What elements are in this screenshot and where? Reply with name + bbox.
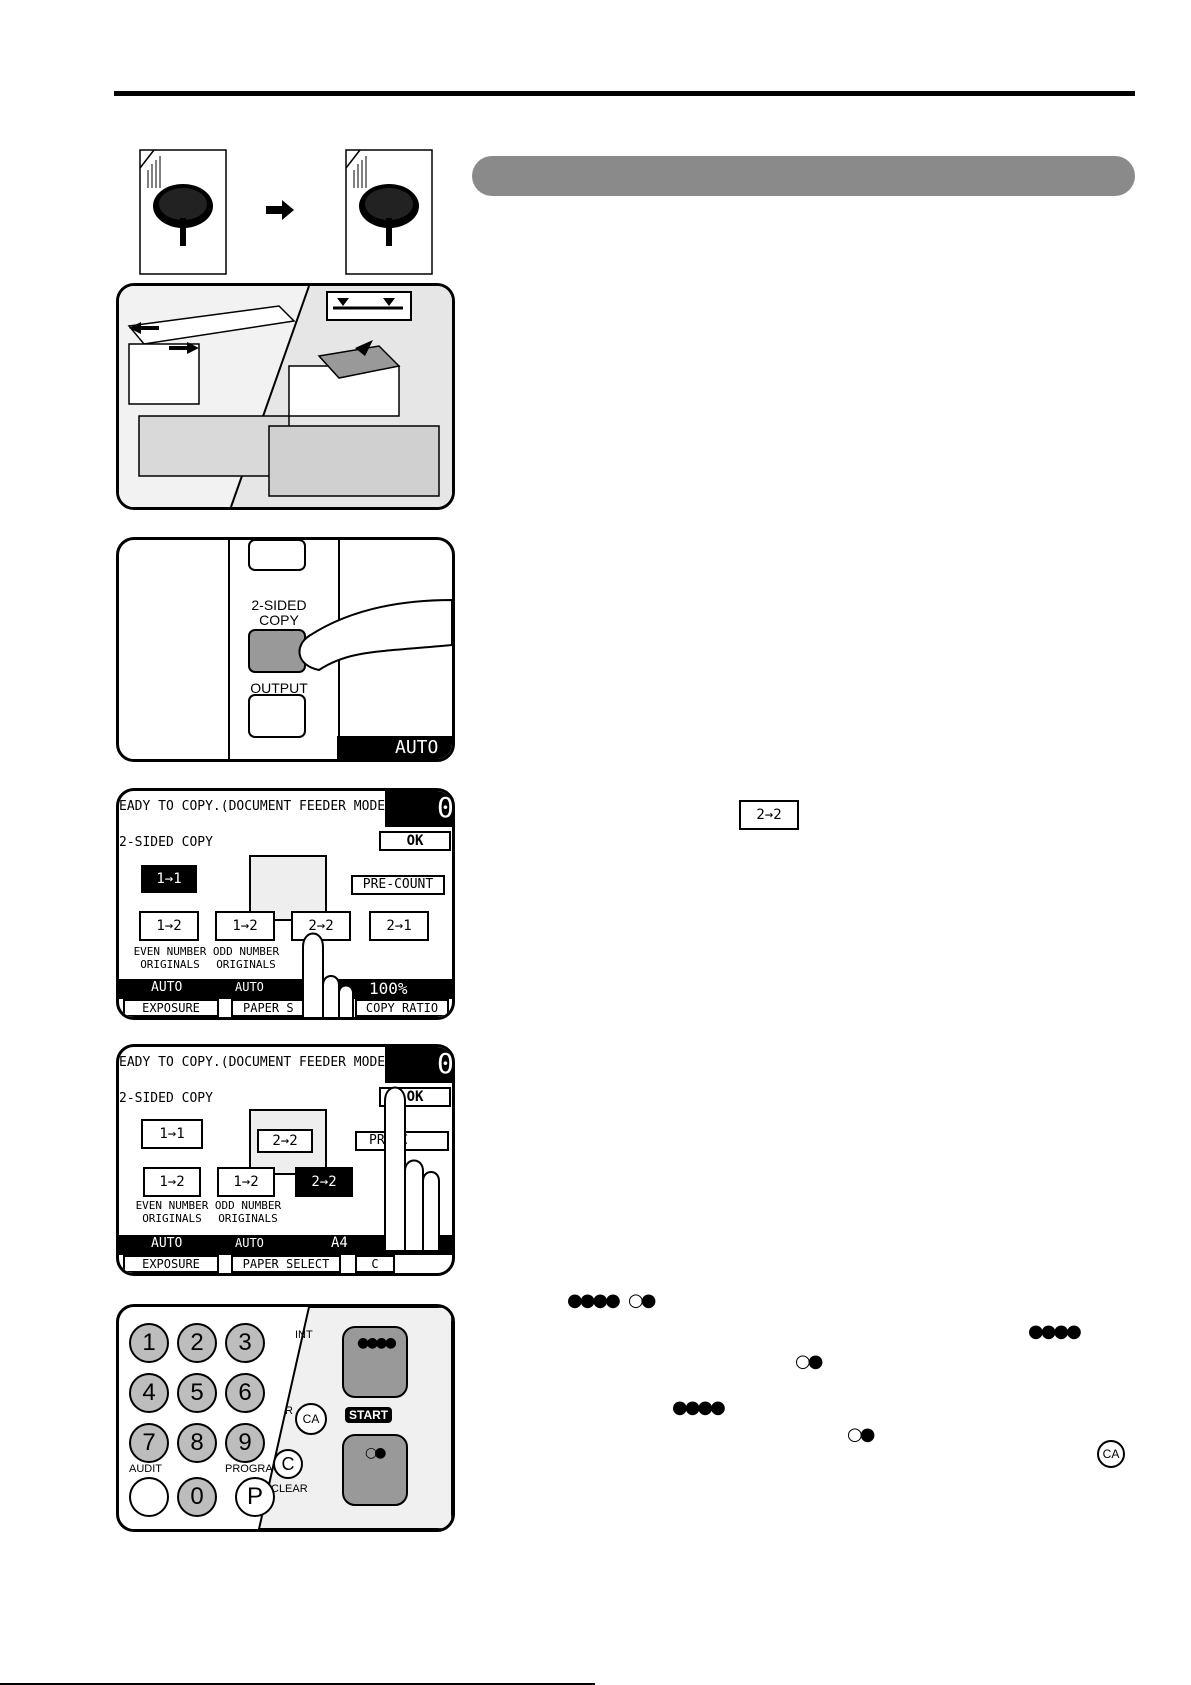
exposure-value: AUTO [151,1236,183,1251]
copier-icon [249,855,327,921]
copy-counter: 0 [437,791,454,824]
start-label: START [345,1407,393,1423]
key-8[interactable]: 8 [177,1423,217,1463]
figure-keypad-start: 1 2 3 4 5 6 7 8 9 AUDIT 0 P PROGRA INT R… [116,1304,455,1532]
finger-icon [298,598,452,672]
color-start-dots-icon: ○● [365,1445,387,1461]
counter-panel: 0 [385,791,454,827]
key-5[interactable]: 5 [177,1373,217,1413]
feeder-illustration [119,286,452,507]
black-white-start-button [342,1326,408,1398]
copy-counter: 0 [437,1047,454,1080]
guide-arrows [129,322,373,356]
key-0[interactable]: 0 [177,1477,217,1517]
2-sided-copy-label: 2-SIDED COPY [251,597,307,628]
finger-icon [384,1086,440,1251]
counter-panel: 0 [385,1047,454,1083]
copy-ratio-button[interactable]: C [355,1255,395,1273]
odd-originals-label: ODD NUMBER ORIGINALS [214,1199,282,1225]
figure-touch-panel-select: EADY TO COPY.(DOCUMENT FEEDER MODE) 0 2-… [116,788,455,1020]
exposure-button[interactable]: EXPOSURE [123,1255,219,1273]
option-1-to-2-even[interactable]: 1→2 [139,911,199,941]
interrupt-label: INT [295,1329,313,1341]
top-rule [114,91,1135,96]
exposure-button[interactable]: EXPOSURE [123,999,219,1017]
duplex-diagram [139,149,433,275]
copy-ratio-button[interactable]: COPY RATIO [355,999,449,1017]
option-1-to-2-even[interactable]: 1→2 [143,1167,201,1197]
option-1-to-1[interactable]: 1→1 [141,1119,203,1149]
level-indicator-icon [326,291,412,321]
clear-all-button[interactable]: CA [295,1403,327,1435]
status-message: EADY TO COPY.(DOCUMENT FEEDER MODE) [119,799,393,814]
2-sided-copy-button-graphic [248,629,306,673]
inline-color-dots-3: ○● [847,1424,875,1445]
option-2-to-1[interactable]: 2→1 [369,911,429,941]
program-label: PROGRA [225,1463,273,1475]
finger-icon [302,932,354,1017]
status-row [119,979,452,999]
exposure-value: AUTO [151,980,183,995]
ok-button[interactable]: OK [379,831,451,851]
inline-bw-dots: ●●●● [567,1290,621,1311]
key-9[interactable]: 9 [225,1423,265,1463]
control-panel-illustration [228,540,452,759]
output-label: OUTPUT [250,680,308,696]
bw-start-dots-icon: ●●●● [357,1335,397,1351]
status-message: EADY TO COPY.(DOCUMENT FEEDER MODE) [119,1055,393,1070]
center-2-to-2: 2→2 [257,1129,313,1153]
audit-button[interactable] [129,1477,169,1517]
pre-count-button[interactable]: PRE-COUNT [351,875,445,895]
copy-sheet-icon [345,149,433,275]
even-originals-label: EVEN NUMBER ORIGINALS [135,1199,209,1225]
clear-label: CLEAR [271,1483,308,1495]
inline-color-dots: ○● [628,1290,656,1311]
key-3[interactable]: 3 [225,1323,265,1363]
color-start-button [342,1434,408,1506]
bottom-rule [0,1683,595,1685]
mode-title: 2-SIDED COPY [119,1091,213,1106]
figure-document-feeder [116,283,455,510]
auto-status: AUTO [395,737,439,758]
figure-2-sided-copy-key: 2-SIDED COPY OUTPUT AUTO [116,537,455,762]
option-2-to-2-selected[interactable]: 2→2 [295,1167,353,1197]
audit-label: AUDIT [129,1463,162,1475]
paper-size: A4 [331,1235,348,1251]
key-2[interactable]: 2 [177,1323,217,1363]
tree-icon [153,184,213,246]
inline-color-dots-2: ○● [795,1351,823,1372]
inline-2-to-2-key: 2→2 [739,800,799,830]
status-row [119,1235,452,1255]
key-4[interactable]: 4 [129,1373,169,1413]
key-1[interactable]: 1 [129,1323,169,1363]
paper-value: AUTO [235,980,264,994]
inline-bw-dots-2: ●●●● [1028,1321,1082,1342]
option-1-to-1[interactable]: 1→1 [141,865,197,893]
figure-touch-panel-confirm: EADY TO COPY.(DOCUMENT FEEDER MODE) 0 2-… [116,1044,455,1276]
program-key[interactable]: P [235,1477,275,1517]
paper-value: AUTO [235,1236,264,1250]
option-1-to-2-odd[interactable]: 1→2 [217,1167,275,1197]
clear-button[interactable]: C [273,1449,303,1479]
odd-originals-label: ODD NUMBER ORIGINALS [212,945,280,971]
section-header-bar [472,156,1135,196]
figure-original-to-copy [138,148,438,276]
option-1-to-2-odd[interactable]: 1→2 [215,911,275,941]
ratio-value: 100% [369,979,408,998]
r-label: R [285,1405,293,1417]
paper-select-button[interactable]: PAPER SELECT [231,1255,341,1273]
inline-ca-icon: CA [1097,1440,1125,1468]
key-6[interactable]: 6 [225,1373,265,1413]
arrow-right-icon [266,200,294,220]
key-7[interactable]: 7 [129,1423,169,1463]
even-originals-label: EVEN NUMBER ORIGINALS [133,945,207,971]
original-sheet-icon [139,149,227,275]
mode-title: 2-SIDED COPY [119,835,213,850]
inline-bw-dots-3: ●●●● [672,1397,726,1418]
